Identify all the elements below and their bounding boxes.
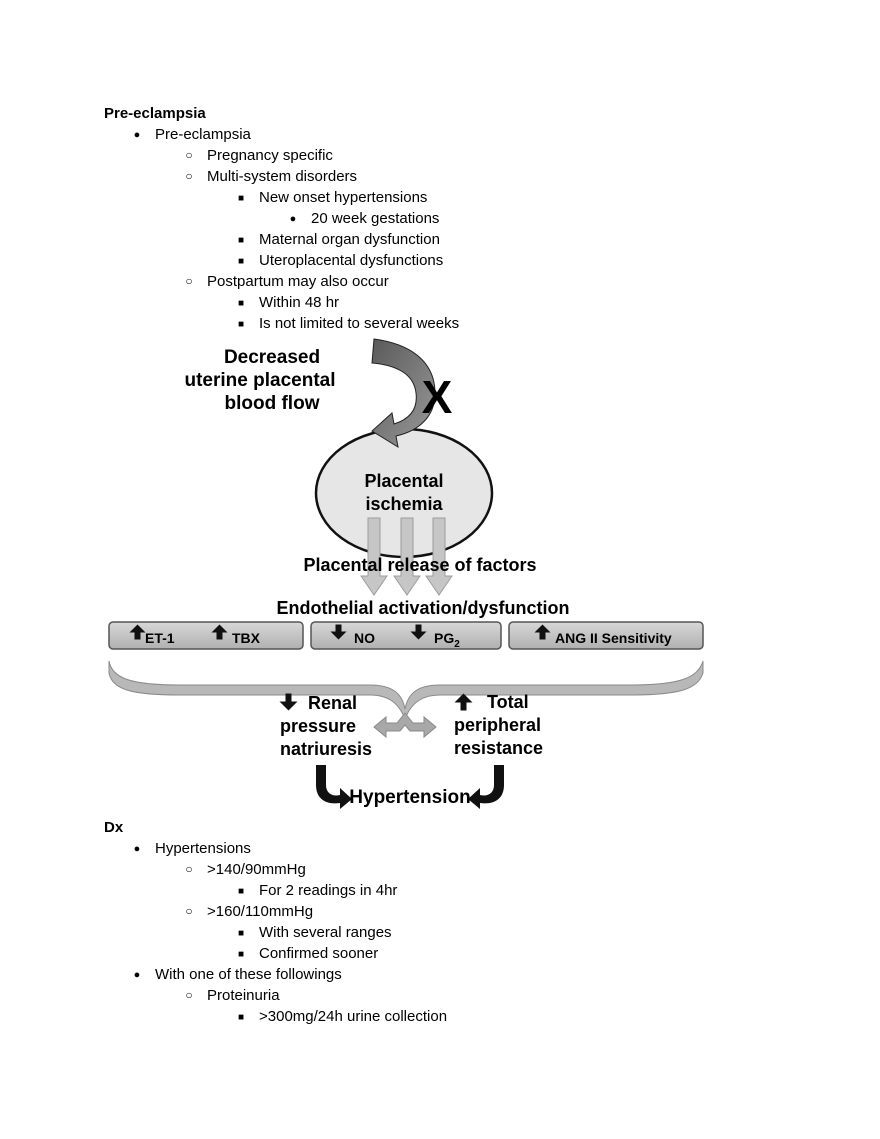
- pg2-label: PG2: [434, 630, 460, 650]
- list-item: >160/110mmHg: [207, 903, 313, 920]
- circle-bullet-icon: [181, 861, 197, 878]
- converging-brace-icon: [108, 660, 704, 721]
- square-bullet-icon: [233, 1008, 249, 1025]
- list-item: Pre-eclampsia: [155, 126, 251, 143]
- list-item: For 2 readings in 4hr: [259, 882, 397, 899]
- list-item: Pregnancy specific: [207, 147, 333, 164]
- list-item: Hypertensions: [155, 840, 251, 857]
- circle-bullet-icon: [181, 903, 197, 920]
- square-bullet-icon: [233, 882, 249, 899]
- up-arrow-icon: [534, 624, 551, 640]
- down-arrow-icon: [410, 624, 427, 640]
- ang2-label: ANG II Sensitivity: [555, 630, 672, 646]
- split-arrows-icon: [373, 712, 437, 739]
- block-x-mark: X: [422, 371, 453, 423]
- list-item: 20 week gestations: [311, 210, 439, 227]
- decreased-flow-label-line2: uterine placental: [185, 370, 336, 391]
- square-bullet-icon: [233, 252, 249, 269]
- factor-box-ang2[interactable]: [508, 621, 704, 650]
- peripheral-label-line3: resistance: [454, 738, 543, 758]
- left-curved-arrow-icon: [316, 765, 352, 809]
- release-arrows-icon: [360, 517, 453, 596]
- peripheral-label-line1: Total: [487, 692, 529, 712]
- square-bullet-icon: [233, 945, 249, 962]
- preeclampsia-pathophysiology-diagram: Decreased uterine placental blood flow P…: [108, 338, 704, 809]
- list-item: Postpartum may also occur: [207, 273, 389, 290]
- list-item: Is not limited to several weeks: [259, 315, 459, 332]
- up-arrow-icon: [129, 624, 146, 640]
- section-heading-dx: Dx: [104, 819, 124, 836]
- factor-box-no-pg2[interactable]: [310, 621, 502, 650]
- renal-label-line1: Renal: [308, 693, 357, 713]
- circle-bullet-icon: [181, 273, 197, 290]
- decreased-flow-label-line3: blood flow: [225, 393, 320, 414]
- hypertension-label: Hypertension: [349, 787, 470, 808]
- circle-bullet-icon: [181, 987, 197, 1004]
- down-arrow-icon: [279, 693, 298, 711]
- peripheral-label-line2: peripheral: [454, 715, 541, 735]
- tbx-label: TBX: [232, 630, 261, 646]
- up-arrow-icon: [211, 624, 228, 640]
- list-item: Proteinuria: [207, 987, 280, 1004]
- ischemia-label-line1: Placental: [364, 471, 443, 491]
- no-label: NO: [354, 630, 375, 646]
- down-arrow-icon: [330, 624, 347, 640]
- list-item: Within 48 hr: [259, 294, 339, 311]
- list-item: >300mg/24h urine collection: [259, 1008, 447, 1025]
- disc-bullet-icon: [129, 126, 145, 143]
- list-item: Confirmed sooner: [259, 945, 378, 962]
- disc-bullet-icon: [285, 210, 301, 227]
- et1-label: ET-1: [145, 630, 175, 646]
- circle-bullet-icon: [181, 168, 197, 185]
- list-item: New onset hypertensions: [259, 189, 427, 206]
- list-item: Uteroplacental dysfunctions: [259, 252, 443, 269]
- disc-bullet-icon: [129, 966, 145, 983]
- renal-label-line2: pressure: [280, 716, 356, 736]
- square-bullet-icon: [233, 294, 249, 311]
- section-heading-preeclampsia: Pre-eclampsia: [104, 105, 206, 122]
- square-bullet-icon: [233, 189, 249, 206]
- square-bullet-icon: [233, 231, 249, 248]
- circle-bullet-icon: [181, 147, 197, 164]
- list-item: Maternal organ dysfunction: [259, 231, 440, 248]
- up-arrow-icon: [454, 693, 473, 711]
- renal-label-line3: natriuresis: [280, 739, 372, 759]
- list-item: >140/90mmHg: [207, 861, 306, 878]
- square-bullet-icon: [233, 924, 249, 941]
- right-curved-arrow-icon: [468, 765, 504, 809]
- endothelial-label: Endothelial activation/dysfunction: [276, 598, 569, 618]
- list-item: Multi-system disorders: [207, 168, 357, 185]
- ischemia-label-line2: ischemia: [365, 494, 443, 514]
- decreased-flow-label-line1: Decreased: [224, 347, 320, 368]
- square-bullet-icon: [233, 315, 249, 332]
- list-item: With several ranges: [259, 924, 392, 941]
- disc-bullet-icon: [129, 840, 145, 857]
- list-item: With one of these followings: [155, 966, 342, 983]
- release-label: Placental release of factors: [303, 555, 536, 575]
- factor-box-et1-tbx[interactable]: [108, 621, 304, 650]
- curved-flow-arrow-icon: [371, 338, 436, 449]
